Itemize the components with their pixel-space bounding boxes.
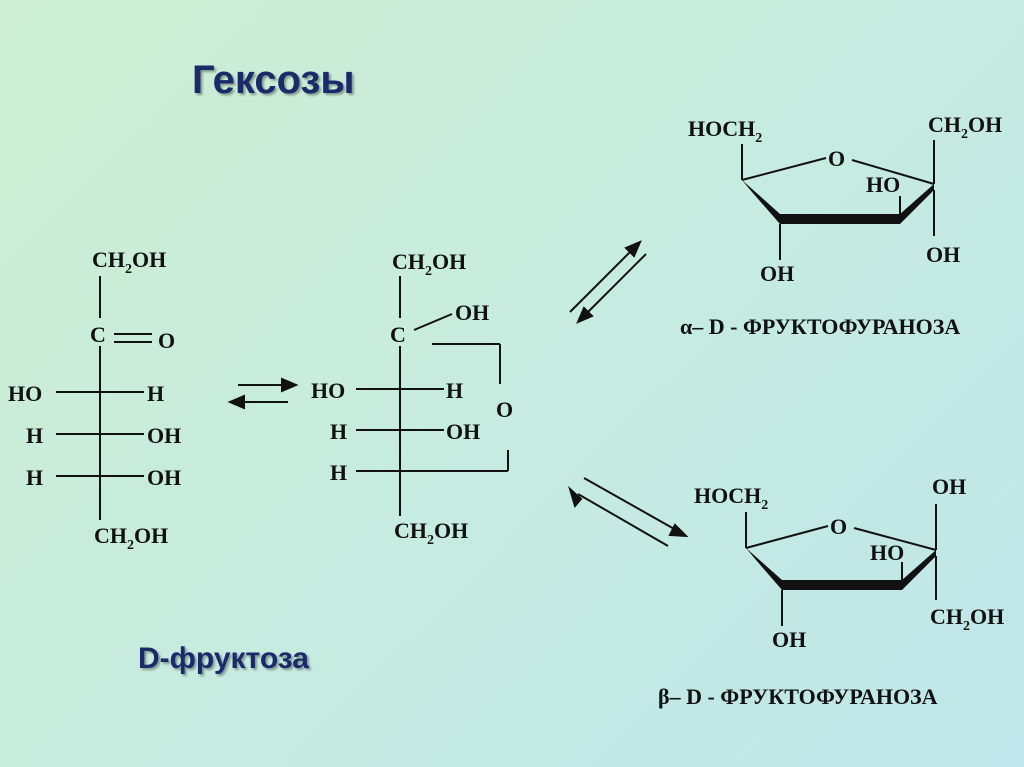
- rc-oh: OH: [455, 300, 489, 325]
- rc-c5-h: H: [330, 460, 347, 485]
- beta-c2-oh: OH: [932, 474, 966, 499]
- c5-h: H: [26, 465, 43, 490]
- alpha-ring-bold-edge: [742, 180, 780, 224]
- rc-c3-h: H: [446, 378, 463, 403]
- c5-oh: OH: [147, 465, 181, 490]
- slide-title: Гексозы: [192, 58, 355, 102]
- ring-closing-fischer: [356, 276, 509, 516]
- open-chain-fructose: [56, 276, 152, 520]
- c1-oh: OH: [132, 247, 166, 272]
- c4-h: H: [26, 423, 43, 448]
- alpha-c4-oh: OH: [760, 261, 794, 286]
- beta-ch2oh: CH2OH: [930, 604, 1004, 634]
- beta-c3-ho: HO: [870, 540, 904, 565]
- alpha-symbol: α: [680, 314, 693, 339]
- beta-ring-bold-right: [902, 550, 936, 590]
- beta-ring-bold-front: [782, 580, 902, 590]
- rc-carbon: C: [390, 322, 406, 347]
- beta-ring-oxygen: O: [830, 514, 847, 539]
- beta-symbol: β: [658, 684, 670, 709]
- open-chain-labels: CH2OH C O HO H H OH H OH CH2OH: [8, 247, 181, 553]
- equilibrium-arrows-1: [227, 377, 299, 410]
- c3-h: H: [147, 381, 164, 406]
- alpha-ch2oh: CH2OH: [928, 112, 1002, 142]
- beta-hoch2: HOCH2: [694, 483, 768, 513]
- beta-ring-bold-edge: [746, 548, 782, 590]
- c6-group: CH2OH: [94, 523, 168, 553]
- beta-caption: β– D - ФРУКТОФУРАНОЗА: [658, 684, 938, 709]
- ring-closing-labels: CH2OH OH C HO H O H OH H CH2OH: [311, 249, 513, 548]
- beta-fructofuranose: HOCH2 O OH HO CH2OH OH β– D - ФРУКТОФУРА…: [658, 474, 1004, 709]
- beta-caption-text: D - ФРУКТОФУРАНОЗА: [686, 684, 938, 709]
- equilibrium-arrows-alpha: [569, 240, 647, 324]
- rc-c6-group: CH2OH: [394, 518, 468, 548]
- alpha-hoch2: HOCH2: [688, 116, 762, 146]
- beta-c4-oh: OH: [772, 627, 806, 652]
- alpha-ring-bold-right: [900, 184, 934, 224]
- rc-c4-oh: OH: [446, 419, 480, 444]
- compound-name: D-фруктоза: [138, 642, 309, 675]
- c1-group: CH2OH: [92, 247, 166, 277]
- c4-oh: OH: [147, 423, 181, 448]
- alpha-ring-oxygen: O: [828, 146, 845, 171]
- alpha-c3-ho: HO: [866, 172, 900, 197]
- rc-ring-oxygen: O: [496, 397, 513, 422]
- c2-carbon: C: [90, 322, 106, 347]
- rc-c1-group: CH2OH: [392, 249, 466, 279]
- rc-c4-h: H: [330, 419, 347, 444]
- c2-oxygen: O: [158, 328, 175, 353]
- alpha-fructofuranose: HOCH2 O CH2OH HO OH OH α– D - ФРУКТОФУРА…: [680, 112, 1002, 339]
- c3-ho: HO: [8, 381, 42, 406]
- alpha-ring-bold-front: [780, 214, 900, 224]
- alpha-caption: α– D - ФРУКТОФУРАНОЗА: [680, 314, 960, 339]
- alpha-c2-oh: OH: [926, 242, 960, 267]
- alpha-caption-text: D - ФРУКТОФУРАНОЗА: [709, 314, 961, 339]
- equilibrium-arrows-beta: [568, 477, 689, 547]
- rc-c3-ho: HO: [311, 378, 345, 403]
